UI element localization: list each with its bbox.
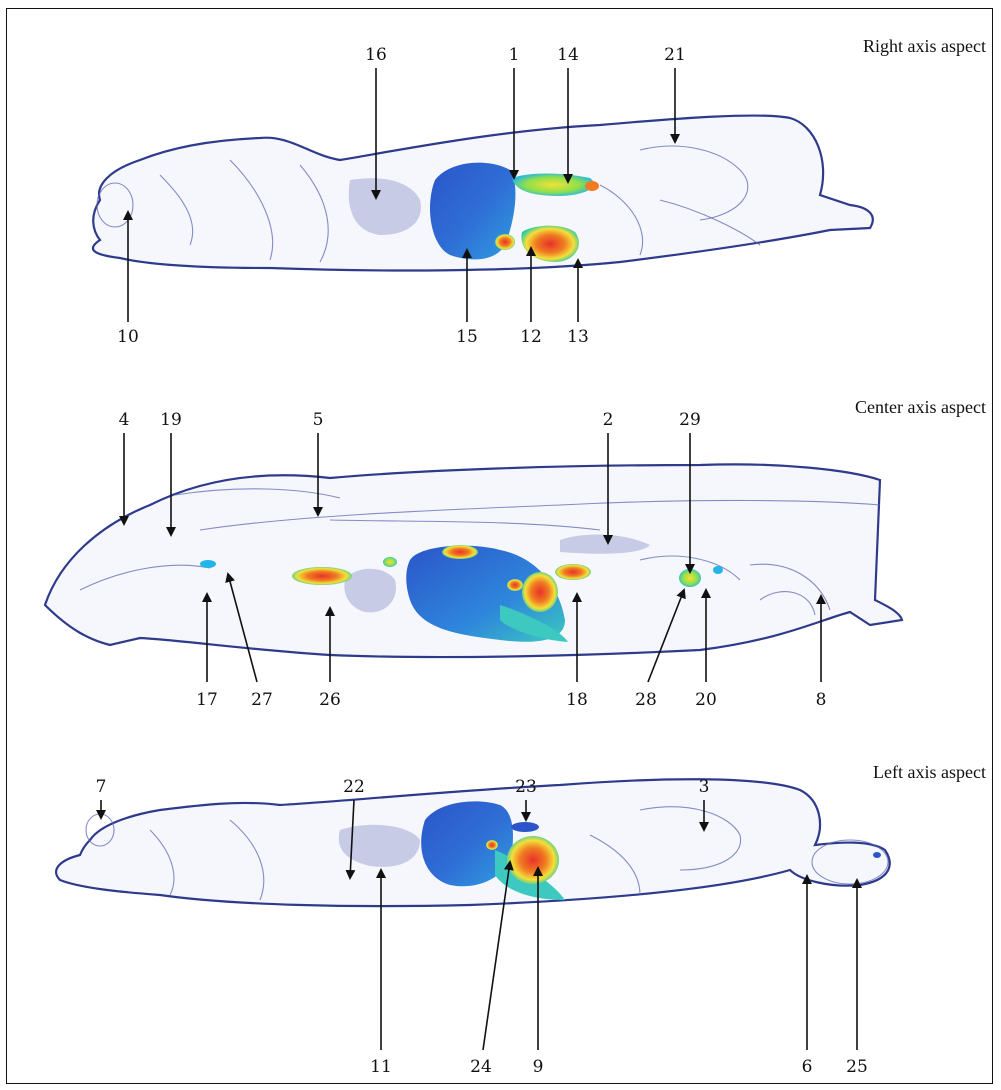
callout: 6: [802, 876, 813, 1077]
center-organ-hot: [522, 572, 558, 612]
label-7: 7: [96, 777, 107, 797]
label-15: 15: [456, 327, 478, 347]
label-1: 1: [509, 45, 520, 65]
label-20: 20: [695, 690, 717, 710]
left-organ-23: [511, 822, 539, 832]
label-18: 18: [566, 690, 588, 710]
callout: 4: [119, 410, 130, 524]
label-22: 22: [343, 777, 365, 797]
label-13: 13: [567, 327, 589, 347]
label-6: 6: [802, 1057, 813, 1077]
callout: 25: [846, 880, 868, 1077]
left-axis-section: [56, 779, 890, 906]
left-organ-9: [507, 836, 559, 884]
label-28: 28: [635, 690, 657, 710]
label-2: 2: [603, 410, 614, 430]
center-axis-section: [45, 464, 902, 657]
callout: 13: [567, 260, 589, 347]
label-4: 4: [119, 410, 130, 430]
callout: 7: [96, 777, 107, 818]
title-right-axis: Right axis aspect: [863, 36, 986, 56]
label-23: 23: [515, 777, 537, 797]
label-26: 26: [319, 690, 341, 710]
label-14: 14: [557, 45, 579, 65]
label-5: 5: [313, 410, 324, 430]
label-29: 29: [679, 410, 701, 430]
label-3: 3: [699, 777, 710, 797]
label-10: 10: [117, 327, 139, 347]
label-9: 9: [533, 1057, 544, 1077]
label-12: 12: [520, 327, 542, 347]
right-axis-section: [93, 116, 873, 271]
label-21: 21: [664, 45, 686, 65]
label-16: 16: [365, 45, 387, 65]
label-25: 25: [846, 1057, 868, 1077]
title-left-axis: Left axis aspect: [873, 762, 986, 782]
label-8: 8: [816, 690, 827, 710]
label-27: 27: [251, 690, 273, 710]
label-24: 24: [470, 1057, 492, 1077]
label-11: 11: [370, 1057, 392, 1077]
label-19: 19: [160, 410, 182, 430]
label-17: 17: [196, 690, 218, 710]
title-center-axis: Center axis aspect: [855, 397, 986, 417]
center-organ-26: [292, 567, 352, 585]
